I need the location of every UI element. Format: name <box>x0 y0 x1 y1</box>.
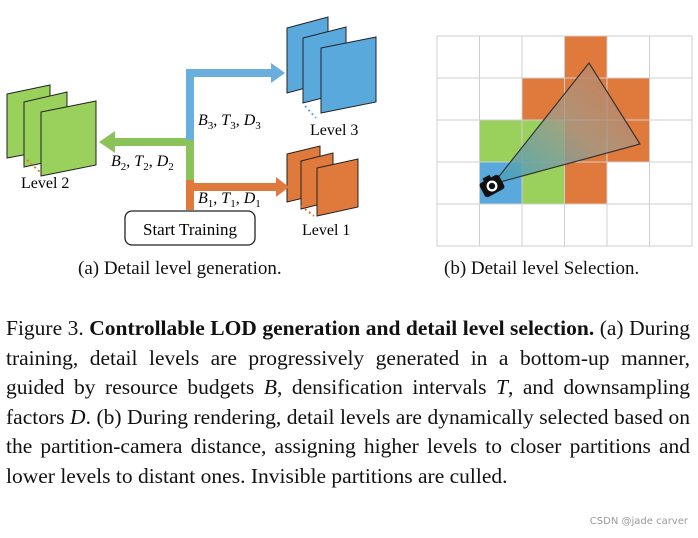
figure-label: Figure 3. <box>6 316 84 340</box>
var-d: D <box>70 404 86 429</box>
subcaption-b: (b) Detail level Selection. <box>444 258 640 279</box>
grid-cell <box>479 120 522 162</box>
start-training-box: Start Training <box>124 210 256 246</box>
level3-stack <box>286 16 377 119</box>
blue-arrow-label: B3, T3, D3 <box>198 112 261 132</box>
lod-generation-diagram: Level 2 Level 3 Level 1 B3, T3, D3 B2, T <box>6 16 377 246</box>
start-training-label: Start Training <box>143 220 237 239</box>
grid-lines <box>436 35 693 247</box>
camera-icon <box>479 174 505 198</box>
var-b: B <box>263 375 277 399</box>
caption-text-1: (a) During training, detail levels are p… <box>6 316 690 399</box>
orange-arrow <box>186 177 289 210</box>
green-arrow-label: B2, T2, D2 <box>111 153 174 173</box>
level3-label: Level 3 <box>310 122 358 139</box>
level1-stack <box>286 145 359 217</box>
level2-stack <box>6 84 97 177</box>
watermark: CSDN @jade carver <box>589 516 688 527</box>
grid-cell <box>564 162 607 204</box>
view-frustum <box>491 61 641 186</box>
orange-arrow-label: B1, T1, D1 <box>198 190 261 210</box>
caption-text-4: . (b) During rendering, detail levels ar… <box>6 404 691 488</box>
caption-text-3: , and downsampling factors <box>6 375 691 429</box>
level1-label: Level 1 <box>302 222 350 239</box>
figure-caption: Figure 3. Controllable LOD generation an… <box>6 314 690 491</box>
subcaption-a: (a) Detail level generation. <box>78 258 282 279</box>
lod-selection-grid <box>436 35 693 247</box>
var-t: T <box>495 375 508 399</box>
green-arrow <box>99 131 194 180</box>
caption-text-2: , densification intervals <box>276 375 487 399</box>
caption-title: Controllable LOD generation and detail l… <box>89 316 595 340</box>
blue-arrow <box>186 63 285 140</box>
level2-label: Level 2 <box>21 175 69 192</box>
